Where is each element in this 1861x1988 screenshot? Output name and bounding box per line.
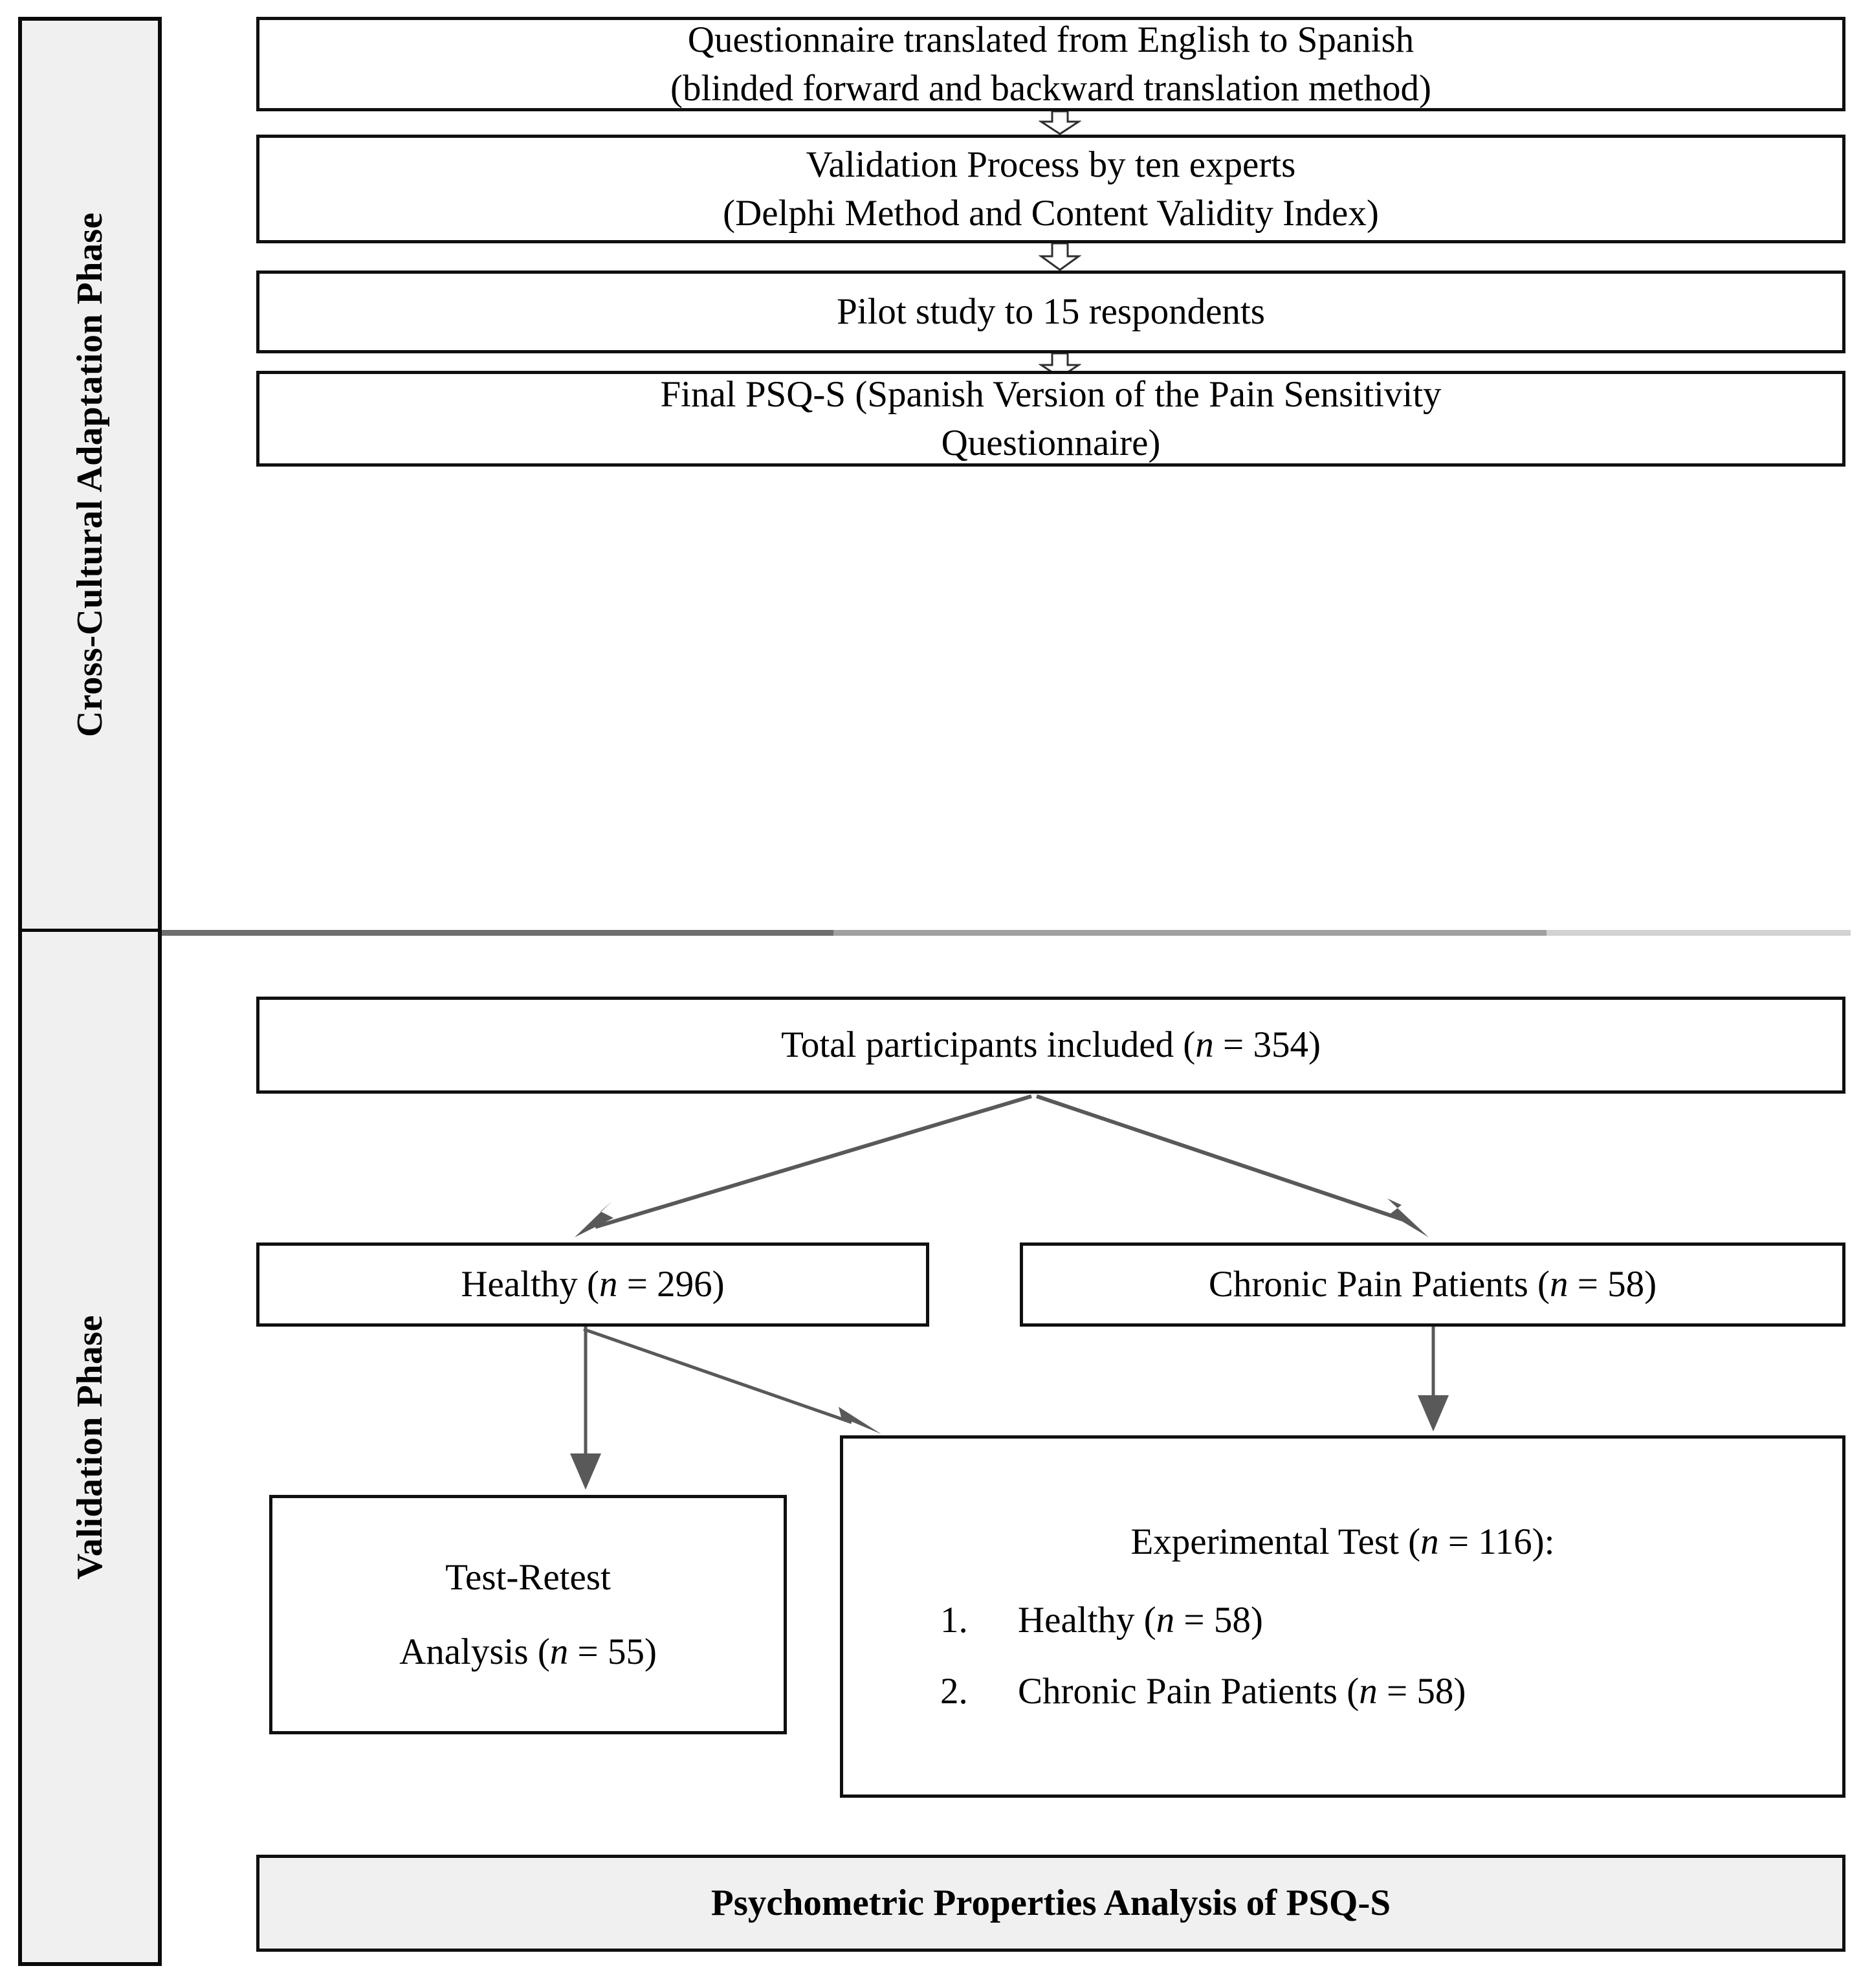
italic-n: n — [1550, 1264, 1569, 1305]
box-translation-line1: Questionnaire translated from English to… — [687, 19, 1415, 60]
list-number: 2. — [940, 1670, 968, 1712]
box-final-psqs: Final PSQ-S (Spanish Version of the Pain… — [256, 371, 1845, 467]
arrow-translation-to-validation — [1039, 111, 1081, 135]
box-validation-process-line1: Validation Process by ten experts — [806, 144, 1296, 185]
box-final-psqs-line1: Final PSQ-S (Spanish Version of the Pain… — [660, 373, 1442, 415]
arrow-healthy-to-experimental — [580, 1327, 890, 1450]
box-total-participants: Total participants included (n = 354) — [256, 997, 1845, 1094]
box-test-retest-line1: Test-Retest — [445, 1556, 611, 1598]
box-final-psqs-line2: Questionnaire) — [941, 423, 1161, 463]
box-experimental-test: Experimental Test (n = 116): 1.Healthy (… — [840, 1435, 1845, 1798]
phase-divider-segment-3 — [1547, 930, 1851, 936]
box-test-retest-line2: Analysis (n = 55) — [399, 1631, 657, 1672]
arrow-total-to-healthy — [569, 1094, 1035, 1242]
arrow-total-to-chronic — [1033, 1094, 1434, 1242]
italic-n: n — [1156, 1600, 1175, 1641]
box-translation-line2: (blinded forward and backward translatio… — [670, 68, 1431, 109]
phase-label-validation: Validation Phase — [70, 1314, 110, 1580]
box-chronic: Chronic Pain Patients (n = 58) — [1020, 1242, 1845, 1327]
box-chronic-text: Chronic Pain Patients (n = 58) — [1208, 1264, 1657, 1305]
box-psychometric-analysis-line1: Psychometric Properties Analysis of PSQ-… — [710, 1883, 1391, 1924]
box-pilot-line1: Pilot study to 15 respondents — [837, 291, 1265, 333]
box-test-retest: Test-Retest Analysis (n = 55) — [269, 1495, 787, 1734]
arrow-healthy-to-testretest — [563, 1327, 608, 1495]
phase-column-cross-cultural: Cross-Cultural Adaptation Phase — [18, 17, 162, 932]
phase-divider-segment-2 — [833, 930, 1558, 936]
box-pilot: Pilot study to 15 respondents — [256, 271, 1845, 353]
box-healthy-text: Healthy (n = 296) — [461, 1264, 725, 1305]
box-total-participants-text: Total participants included (n = 354) — [781, 1024, 1321, 1066]
phase-column-validation: Validation Phase — [18, 932, 162, 1966]
italic-n: n — [1359, 1670, 1378, 1712]
phase-label-cross-cultural: Cross-Cultural Adaptation Phase — [70, 212, 110, 737]
box-experimental-item-1: 1.Healthy (n = 58) — [869, 1596, 1816, 1644]
italic-n: n — [549, 1631, 569, 1672]
box-experimental-heading: Experimental Test (n = 116): — [1130, 1521, 1555, 1563]
box-translation: Questionnaire translated from English to… — [256, 17, 1845, 111]
italic-n: n — [1195, 1024, 1214, 1066]
list-number: 1. — [940, 1600, 968, 1641]
arrow-validation-to-pilot — [1039, 243, 1081, 271]
arrow-chronic-to-experimental — [1411, 1327, 1456, 1437]
box-validation-process-line2: (Delphi Method and Content Validity Inde… — [723, 193, 1379, 234]
italic-n: n — [1420, 1521, 1439, 1563]
italic-n: n — [599, 1264, 618, 1305]
box-healthy: Healthy (n = 296) — [256, 1242, 929, 1327]
box-psychometric-analysis: Psychometric Properties Analysis of PSQ-… — [256, 1855, 1845, 1952]
box-validation-process: Validation Process by ten experts (Delph… — [256, 135, 1845, 243]
phase-divider-segment-1 — [162, 930, 867, 936]
box-experimental-item-2: 2.Chronic Pain Patients (n = 58) — [869, 1667, 1816, 1716]
